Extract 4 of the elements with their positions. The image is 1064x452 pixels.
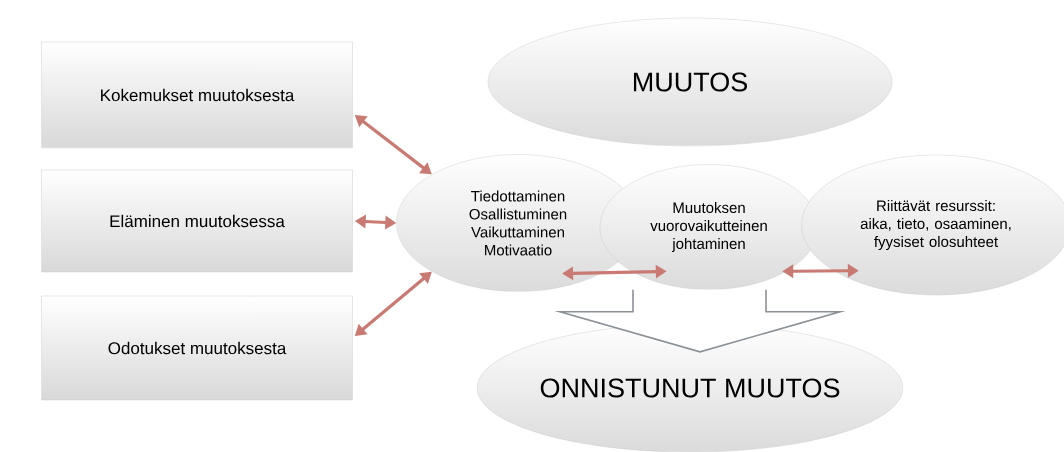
arrow	[554, 288, 846, 353]
box: Kokemukset muutoksesta	[41, 41, 353, 149]
box: Odotukset muutoksesta	[41, 295, 353, 401]
box: Eläminen muutoksessa	[41, 169, 353, 273]
